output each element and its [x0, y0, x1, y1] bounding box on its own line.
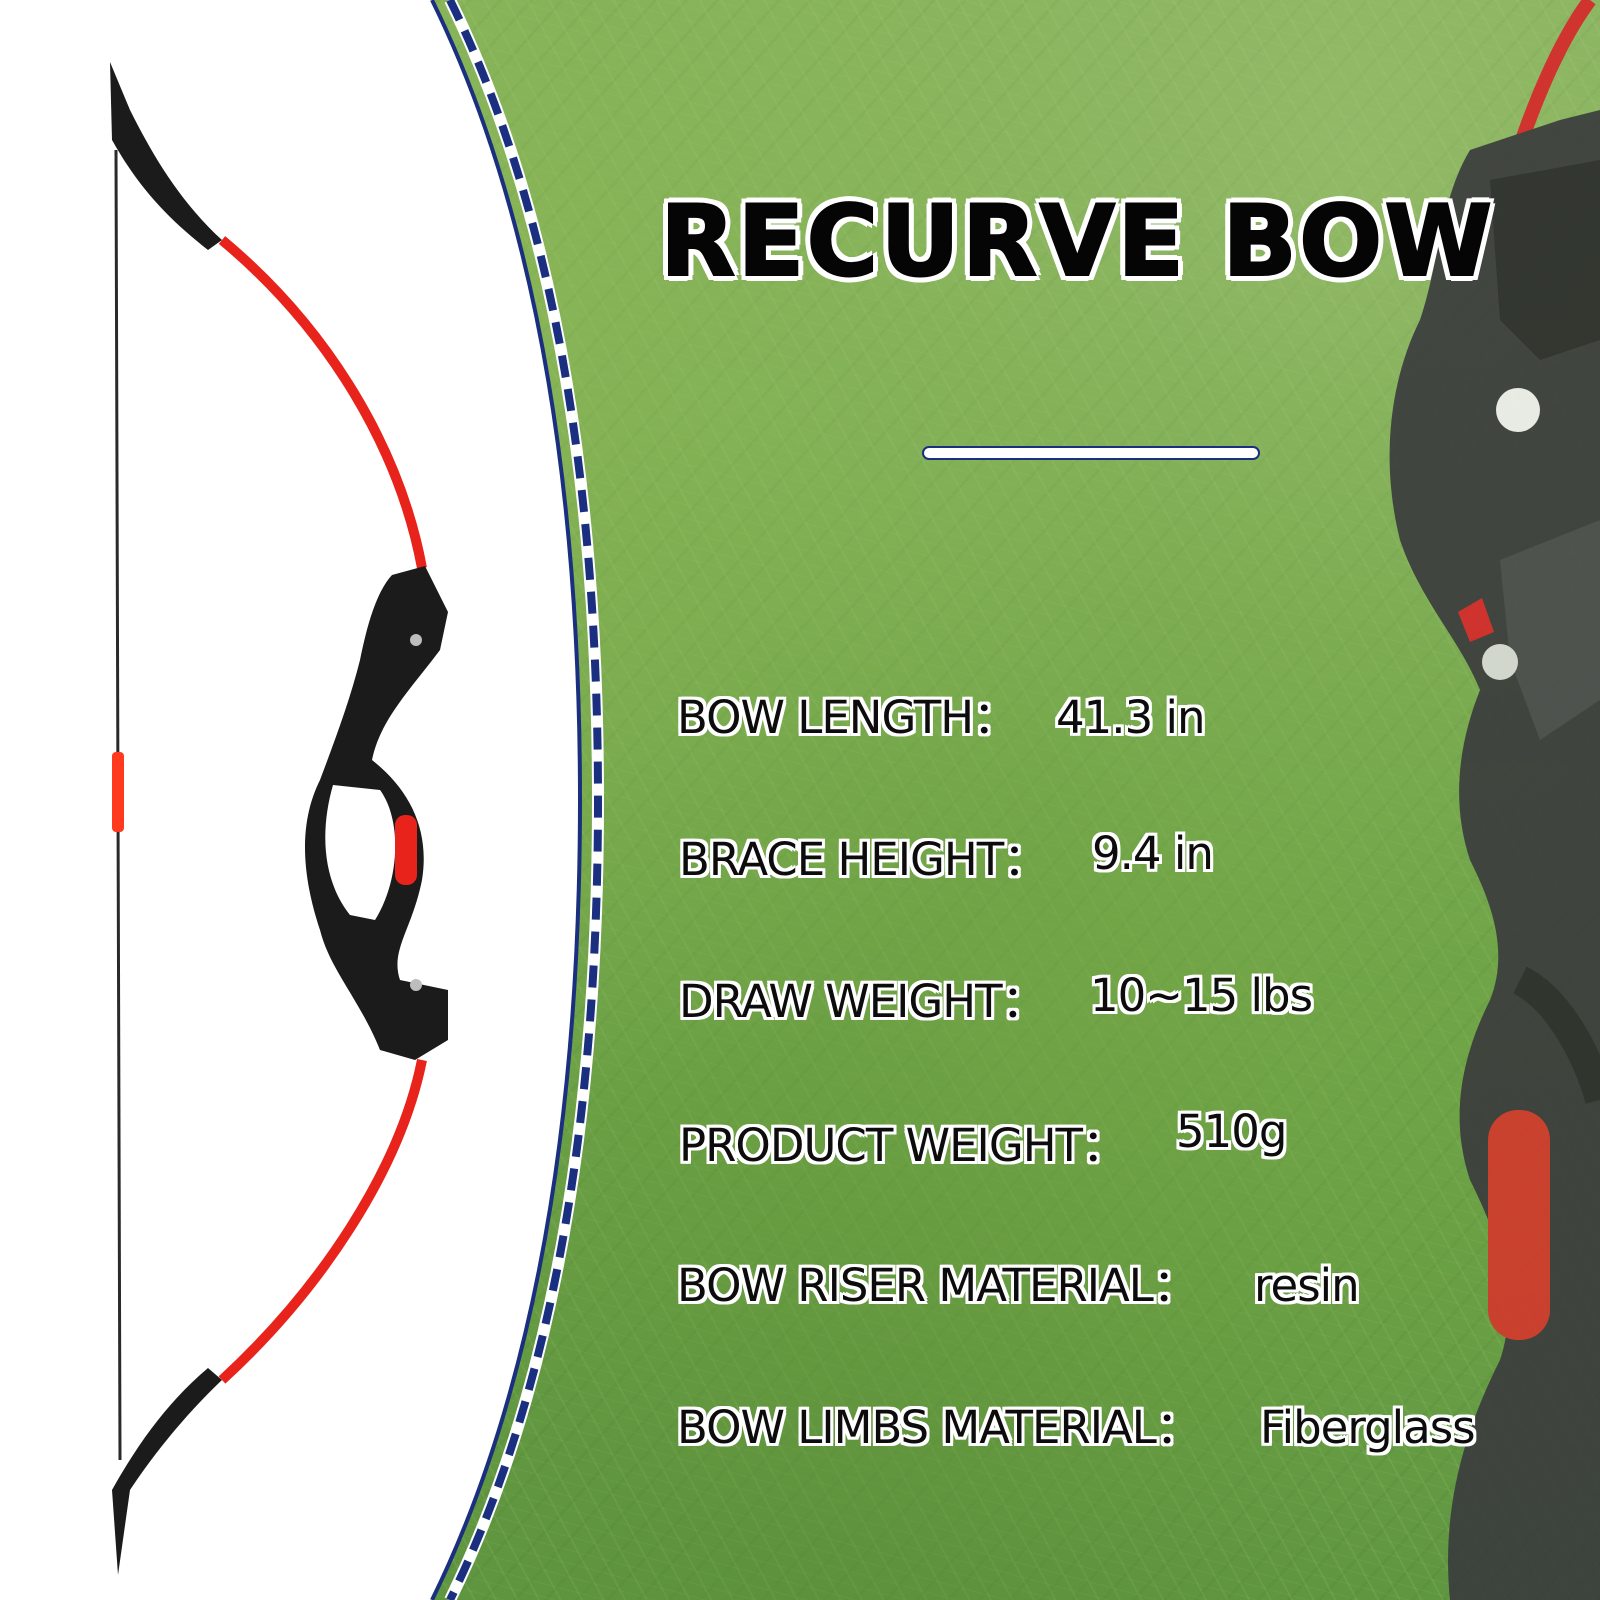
grip-insert — [395, 815, 417, 885]
spec-brace-height-value: 9.4 in — [1092, 827, 1214, 880]
upper-limb — [218, 236, 427, 569]
nocking-point — [112, 752, 124, 832]
spec-bow-length-label: BOW LENGTH： — [677, 691, 1018, 744]
lower-limb-tip — [112, 1368, 222, 1575]
spec-draw-weight-value: 10~15 lbs — [1090, 969, 1313, 1022]
spec-brace-height-label: BRACE HEIGHT： — [679, 833, 1048, 886]
upper-limb-tip — [110, 62, 222, 250]
spec-draw-weight-label: DRAW WEIGHT： — [679, 975, 1047, 1028]
spec-product-weight-label: PRODUCT WEIGHT： — [679, 1119, 1127, 1172]
spec-product-weight-value: 510g — [1176, 1105, 1287, 1158]
spec-riser-material-value: resin — [1254, 1259, 1360, 1312]
title-divider — [922, 446, 1260, 460]
spec-limbs-material-value: Fiberglass — [1260, 1401, 1476, 1454]
lower-limb — [218, 1059, 427, 1384]
recurve-bow-illustration — [110, 62, 448, 1575]
white-panel — [0, 0, 605, 1600]
spec-riser-material-label: BOW RISER MATERIAL： — [677, 1259, 1198, 1312]
page-title: RECURVE BOW — [659, 184, 1495, 300]
bow-riser-closeup — [1389, 0, 1600, 1600]
spec-bow-length-value: 41.3 in — [1056, 691, 1206, 744]
spec-limbs-material-label: BOW LIMBS MATERIAL： — [677, 1401, 1201, 1454]
